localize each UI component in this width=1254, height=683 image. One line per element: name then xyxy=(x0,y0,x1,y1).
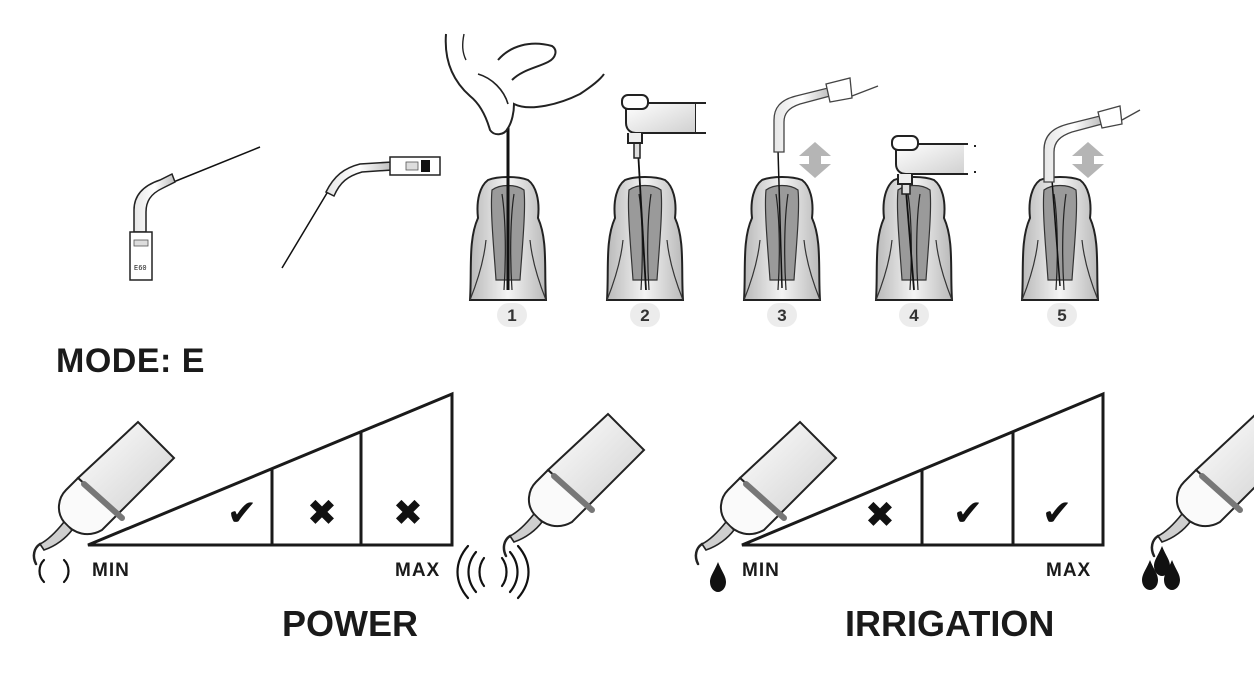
endo-tip-front-view: E60 xyxy=(129,146,261,281)
step-1-illustration xyxy=(444,33,605,301)
step-numbers: 1 2 3 4 5 xyxy=(497,303,1077,327)
vibration-high-icon xyxy=(456,544,530,600)
step-number-1: 1 xyxy=(507,306,516,325)
power-cell-1-mark: ✔ xyxy=(227,493,257,534)
step-number-5: 5 xyxy=(1057,306,1066,325)
irrigation-min-label: MIN xyxy=(742,560,780,581)
endo-tip-side-view xyxy=(281,156,441,269)
irrigation-title: IRRIGATION xyxy=(845,603,1055,644)
power-cell-3-mark: ✖ xyxy=(393,493,423,534)
irrigation-max-label: MAX xyxy=(1046,560,1092,581)
power-scale: ✔ ✖ ✖ xyxy=(34,391,644,600)
irrigation-cell-2-mark: ✔ xyxy=(953,493,983,534)
irrigation-cell-3-mark: ✔ xyxy=(1042,493,1072,534)
step-3-illustration xyxy=(743,77,879,301)
step-badge-3: 3 xyxy=(767,303,797,327)
step-badge-2: 2 xyxy=(630,303,660,327)
step-number-4: 4 xyxy=(909,306,919,325)
irrigation-triangle: ✖ ✔ ✔ xyxy=(741,391,1105,547)
step-number-2: 2 xyxy=(640,306,649,325)
power-title: POWER xyxy=(282,603,419,644)
step-badge-4: 4 xyxy=(899,303,929,327)
mode-title: MODE: E xyxy=(56,342,205,380)
power-min-label: MIN xyxy=(92,560,130,581)
step-badge-1: 1 xyxy=(497,303,527,327)
water-drops-icon xyxy=(1142,546,1180,590)
irrigation-scale: ✖ ✔ ✔ xyxy=(696,391,1254,592)
vibration-low-icon xyxy=(38,558,70,584)
step-number-3: 3 xyxy=(777,306,786,325)
step-5-illustration xyxy=(1021,105,1141,301)
power-cell-2-mark: ✖ xyxy=(307,493,337,534)
step-4-illustration xyxy=(875,135,977,301)
power-triangle: ✔ ✖ ✖ xyxy=(87,391,454,547)
water-drop-icon xyxy=(710,562,726,592)
power-max-label: MAX xyxy=(395,560,441,581)
tip-label: E60 xyxy=(134,265,147,273)
step-2-illustration xyxy=(606,94,707,301)
irrigation-cell-1-mark: ✖ xyxy=(865,495,895,536)
step-badge-5: 5 xyxy=(1047,303,1077,327)
